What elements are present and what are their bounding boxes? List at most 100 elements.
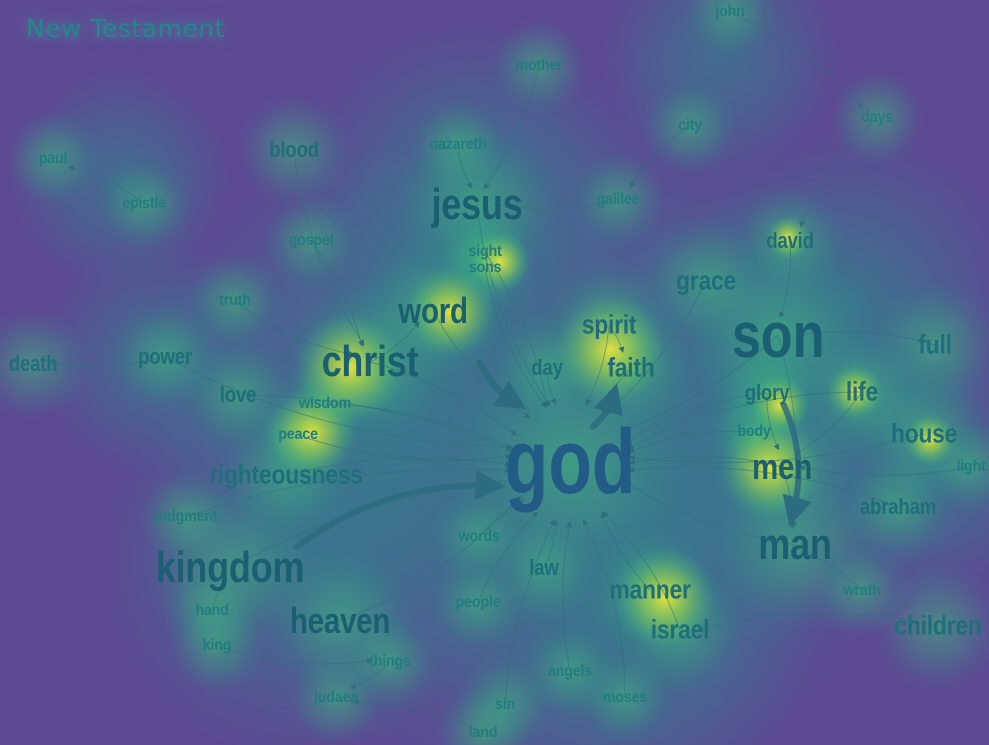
word-man: man xyxy=(758,520,832,569)
word-law: law xyxy=(529,555,559,580)
word-mother: mother xyxy=(515,57,563,74)
edge-wisdom-god xyxy=(324,403,513,449)
edge-judgment-god xyxy=(185,467,512,518)
edge-david-son xyxy=(779,240,791,319)
word-death: death xyxy=(8,351,58,376)
word-power: power xyxy=(138,344,192,369)
edge-body-god xyxy=(628,430,755,454)
word-glory: glory xyxy=(744,380,790,405)
word-god: god xyxy=(504,411,636,513)
strong-edge-son-man xyxy=(780,401,812,527)
page-title: New Testament xyxy=(26,14,225,43)
edge-jesus-god xyxy=(476,204,551,407)
edge-day-god xyxy=(546,367,557,405)
edge-sons-god xyxy=(484,267,547,408)
word-judaea: judaea xyxy=(313,689,359,706)
edge-city-galilee xyxy=(630,125,691,188)
word-day: day xyxy=(531,355,563,380)
edge-son-god xyxy=(620,334,779,432)
word-men: men xyxy=(752,446,812,487)
edge-gospel-christ xyxy=(310,240,364,347)
edge-hand-kingdom xyxy=(211,583,224,612)
word-wisdom: wisdom xyxy=(299,395,351,412)
word-judgment: judgment xyxy=(154,508,218,525)
edge-full-son xyxy=(794,331,936,346)
strong-edge-faith-god xyxy=(589,383,623,430)
edge-angels-god xyxy=(562,521,572,673)
word-abraham: abraham xyxy=(859,494,937,519)
edge-power-death xyxy=(49,356,166,367)
word-paul: paul xyxy=(38,150,68,167)
word-sons: sons xyxy=(468,259,502,276)
word-truth: truth xyxy=(219,292,251,309)
word-epistle: epistle xyxy=(122,195,166,212)
word-kingdom: kingdom xyxy=(155,543,305,592)
word-children: children xyxy=(894,610,982,641)
edge-john-days xyxy=(729,11,864,109)
edge-moses-god xyxy=(583,519,626,699)
word-king: king xyxy=(202,637,232,654)
word-gospel: gospel xyxy=(288,232,334,249)
word-son: son xyxy=(731,299,825,371)
edge-people-god xyxy=(477,511,538,604)
edge-power-god xyxy=(164,356,513,450)
edge-sight-god xyxy=(484,251,550,408)
strong-edge-word-god xyxy=(477,359,527,409)
edge-light-men xyxy=(799,465,972,477)
word-manner: manner xyxy=(609,574,691,605)
edge-epistle-paul xyxy=(68,165,145,205)
word-love: love xyxy=(219,382,257,407)
word-light: light xyxy=(956,458,986,475)
edge-king-things xyxy=(216,645,374,665)
edge-mother-jesus xyxy=(483,65,540,190)
edge-peace-god xyxy=(297,434,512,461)
word-life: life xyxy=(845,376,879,407)
word-wrath: wrath xyxy=(843,582,881,599)
edge-land-judaea xyxy=(352,699,484,734)
edge-christ-god xyxy=(369,361,518,436)
edge-house-god xyxy=(628,433,925,464)
edge-blood-christ xyxy=(293,149,365,346)
edge-heaven-god xyxy=(339,495,522,622)
edge-man-god xyxy=(625,482,796,546)
word-faith: faith xyxy=(607,352,655,383)
word-john: john xyxy=(715,3,745,20)
word-words: words xyxy=(458,528,500,545)
word-christ: christ xyxy=(321,337,419,386)
edge-sin-god xyxy=(504,519,555,706)
edge-days-david xyxy=(799,117,878,228)
word-heaven: heaven xyxy=(289,600,391,641)
word-righteousness: righteousness xyxy=(209,459,363,490)
edge-manner-god xyxy=(600,511,651,591)
word-house: house xyxy=(890,418,958,449)
edge-abraham-god xyxy=(628,466,899,508)
word-sight: sight xyxy=(468,243,502,260)
word-blood: blood xyxy=(269,137,319,162)
word-israel: israel xyxy=(650,614,710,645)
word-body: body xyxy=(737,423,771,440)
edge-children-israel xyxy=(697,612,939,632)
edge-righteousness-god xyxy=(285,457,512,476)
edge-israel-god xyxy=(602,511,681,631)
word-land: land xyxy=(468,724,498,741)
word-moses: moses xyxy=(602,689,648,706)
word-nazareth: nazareth xyxy=(429,136,487,153)
word-spirit: spirit xyxy=(581,309,637,340)
edge-men-god xyxy=(629,455,783,468)
edge-christ-word xyxy=(369,321,420,363)
edge-glory-god xyxy=(625,392,768,443)
edge-spirit-faith xyxy=(608,324,625,353)
edge-galilee-jesus xyxy=(494,199,619,210)
word-galilee: galilee xyxy=(596,191,640,208)
word-things: things xyxy=(369,653,411,670)
word-grace: grace xyxy=(676,265,736,296)
edge-words-god xyxy=(478,499,525,538)
word-david: david xyxy=(766,228,814,253)
edge-wrath-man xyxy=(808,554,863,592)
edge-glory-men xyxy=(766,392,780,451)
edge-law-god xyxy=(543,519,559,569)
word-word: word xyxy=(398,290,468,331)
word-hand: hand xyxy=(195,602,229,619)
